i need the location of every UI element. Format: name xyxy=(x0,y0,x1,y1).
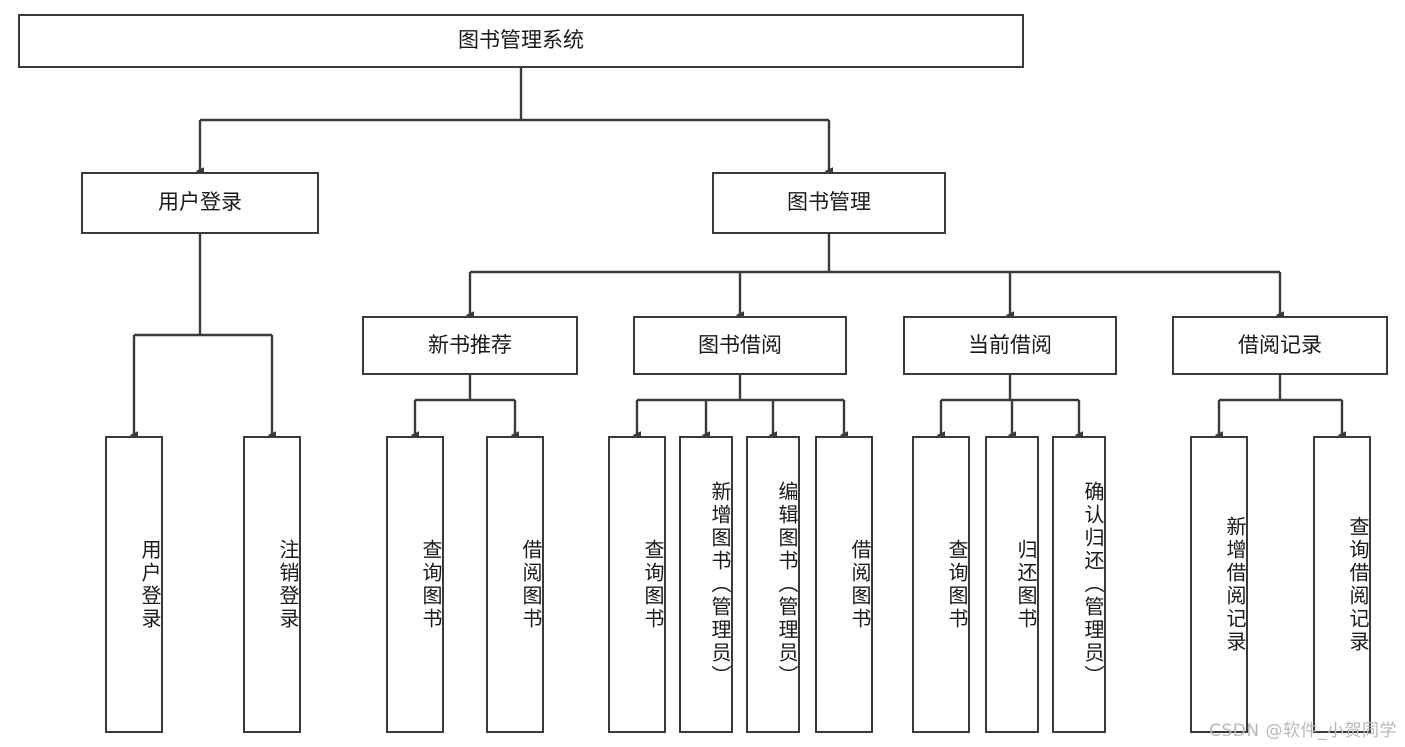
node-label: 确认归还（管理员） xyxy=(1081,481,1105,688)
node-borrow-record[interactable]: 借阅记录 xyxy=(1172,316,1388,375)
watermark: CSDN @软件_小贺同学 xyxy=(1209,721,1397,741)
node-new-book-recommend[interactable]: 新书推荐 xyxy=(362,316,578,375)
node-leaf-add-borrow-record[interactable]: 新增借阅记录 xyxy=(1190,436,1248,733)
node-label: 编辑图书（管理员） xyxy=(775,481,799,688)
node-label: 查询图书 xyxy=(641,538,665,631)
node-book-manage[interactable]: 图书管理 xyxy=(712,172,946,234)
node-label: 图书管理 xyxy=(787,190,871,215)
node-book-borrow[interactable]: 图书借阅 xyxy=(633,316,847,375)
node-label: 查询图书 xyxy=(419,538,443,631)
node-leaf-edit-book-admin[interactable]: 编辑图书（管理员） xyxy=(746,436,800,733)
node-label: 图书借阅 xyxy=(698,332,782,357)
node-label: 新增图书（管理员） xyxy=(708,481,732,688)
node-leaf-query-book-current[interactable]: 查询图书 xyxy=(912,436,970,733)
node-label: 用户登录 xyxy=(158,190,242,215)
node-user-login[interactable]: 用户登录 xyxy=(81,172,319,234)
node-leaf-query-book-borrow[interactable]: 查询图书 xyxy=(608,436,666,733)
node-label: 查询图书 xyxy=(945,538,969,631)
node-leaf-return-book[interactable]: 归还图书 xyxy=(985,436,1039,733)
node-root[interactable]: 图书管理系统 xyxy=(18,14,1024,68)
node-label: 借阅图书 xyxy=(519,538,543,631)
node-label: 用户登录 xyxy=(138,538,162,631)
node-leaf-add-book-admin[interactable]: 新增图书（管理员） xyxy=(679,436,733,733)
node-leaf-query-borrow-record[interactable]: 查询借阅记录 xyxy=(1313,436,1371,733)
node-label: 借阅记录 xyxy=(1238,332,1322,357)
node-leaf-confirm-return-admin[interactable]: 确认归还（管理员） xyxy=(1052,436,1106,733)
node-label: 当前借阅 xyxy=(968,332,1052,357)
node-label: 注销登录 xyxy=(276,538,300,631)
node-leaf-logout[interactable]: 注销登录 xyxy=(243,436,301,733)
node-current-borrow[interactable]: 当前借阅 xyxy=(903,316,1117,375)
node-label: 新书推荐 xyxy=(428,332,512,357)
node-label: 查询借阅记录 xyxy=(1346,515,1370,654)
node-leaf-borrow-book-borrow[interactable]: 借阅图书 xyxy=(815,436,873,733)
node-label: 归还图书 xyxy=(1014,538,1038,631)
node-leaf-borrow-book-recommend[interactable]: 借阅图书 xyxy=(486,436,544,733)
node-label: 借阅图书 xyxy=(848,538,872,631)
node-label: 新增借阅记录 xyxy=(1223,515,1247,654)
node-leaf-query-book-recommend[interactable]: 查询图书 xyxy=(386,436,444,733)
node-label: 图书管理系统 xyxy=(458,28,584,53)
node-leaf-user-login[interactable]: 用户登录 xyxy=(105,436,163,733)
